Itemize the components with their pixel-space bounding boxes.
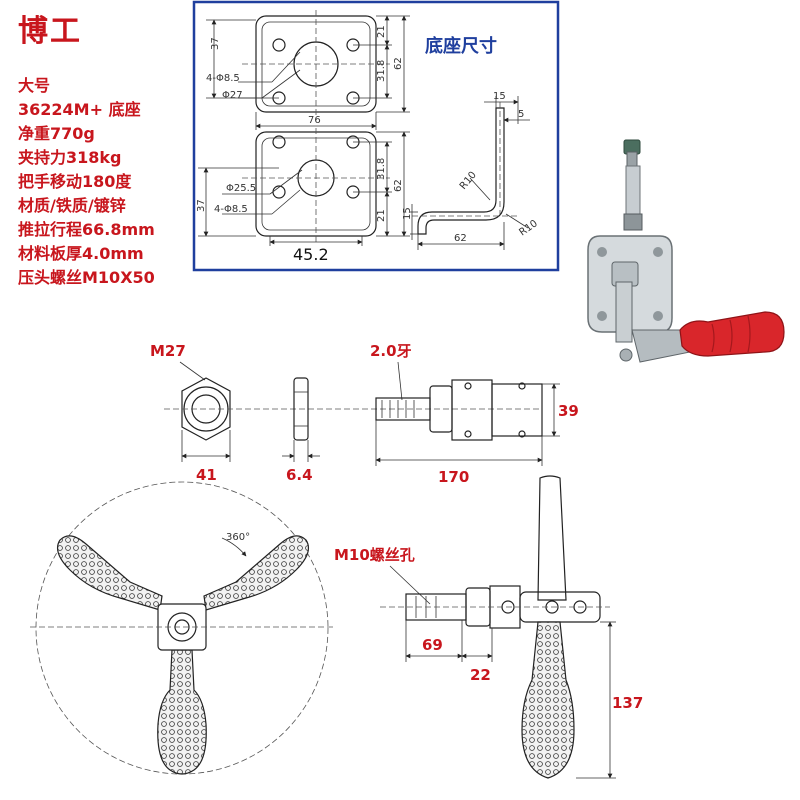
dim-left-15: 15 <box>402 207 413 220</box>
spec-item: 材料板厚4.0mm <box>18 244 144 263</box>
dim-left-37: 37 <box>210 37 221 50</box>
spec-item: 净重770g <box>18 124 95 143</box>
dim-right-62: 62 <box>393 57 404 70</box>
side-view: 2.0牙 39 170 <box>370 342 579 486</box>
spec-item: 材质/铁质/镀锌 <box>18 196 126 215</box>
nut-width: 41 <box>196 466 217 484</box>
hole-label: 4-Φ8.5 <box>206 73 240 84</box>
dim-right-21: 21 <box>376 25 387 38</box>
base-dimension-panel: 底座尺寸 37 21 31.8 62 <box>192 0 560 272</box>
spec-item: 把手移动180度 <box>18 172 132 191</box>
brand-title: 博工 <box>18 14 82 49</box>
spec-list: 大号 36224M+ 底座 净重770g 夹持力318kg 把手移动180度 材… <box>18 74 155 290</box>
rotation-arm-left <box>57 535 163 611</box>
bottom-base-plate: 37 31.8 21 62 Φ25.5 4-Φ8.5 45.2 <box>196 128 410 264</box>
dim-top-15: 15 <box>493 91 506 102</box>
handle-dim-a: 69 <box>422 636 443 654</box>
bore-label-bottom: Φ25.5 <box>226 183 256 194</box>
spec-item: 推拉行程66.8mm <box>18 220 155 239</box>
rotation-angle: 360° <box>226 532 250 543</box>
spec-item: 大号 <box>18 76 51 95</box>
spec-item: 36224M+ 底座 <box>18 100 141 119</box>
dim-length-62: 62 <box>454 233 467 244</box>
rotation-arm-down <box>157 649 207 775</box>
front-view: M27 41 6.4 <box>150 342 540 484</box>
thread-label: 2.0牙 <box>370 342 412 360</box>
dim-right-31-8-bottom: 31.8 <box>376 158 387 180</box>
spec-item: 夹持力318kg <box>18 148 122 167</box>
nut-label: M27 <box>150 342 186 360</box>
panel-title: 底座尺寸 <box>425 35 497 57</box>
product-photo <box>587 139 785 363</box>
dim-inner-5: 5 <box>518 109 524 120</box>
dim-right-31-8: 31.8 <box>376 60 387 82</box>
handle-height: 137 <box>612 694 643 712</box>
dim-left-37-bottom: 37 <box>196 199 207 212</box>
dim-right-21-bottom: 21 <box>376 209 387 222</box>
handle-dim-b: 22 <box>470 666 491 684</box>
spec-item: 压头螺丝M10X50 <box>18 268 155 287</box>
hole-label: M10螺丝孔 <box>334 546 415 564</box>
rotation-arm-right <box>203 535 309 611</box>
plunger-height: 39 <box>558 402 579 420</box>
dim-width-45-2: 45.2 <box>293 245 329 264</box>
plunger-length: 170 <box>438 468 469 486</box>
hole-label-bottom: 4-Φ8.5 <box>214 204 248 215</box>
dim-width-76: 76 <box>308 115 321 126</box>
rotation-view: 360° <box>30 481 334 775</box>
top-base-plate: 37 21 31.8 62 4-Φ8.5 Φ27 76 <box>206 10 410 130</box>
handle-view: M10螺丝孔 69 22 137 <box>334 475 643 779</box>
bore-label: Φ27 <box>222 90 243 101</box>
washer-width: 6.4 <box>286 466 313 484</box>
dim-right-62-bottom: 62 <box>393 179 404 192</box>
